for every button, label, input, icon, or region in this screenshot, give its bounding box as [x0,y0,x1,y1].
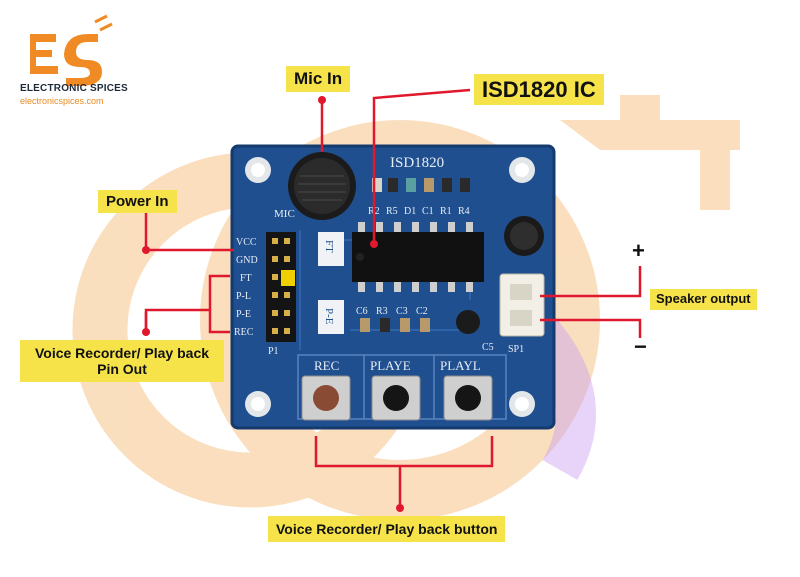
pin-label-vcc: VCC [236,237,257,248]
speaker-connector [499,273,545,337]
button-label-playl: PLAYL [440,358,481,373]
button-label-playe: PLAYE [370,358,411,373]
smd-row-top [372,178,470,192]
rec-pushbutton [301,375,351,421]
callout-isd1820-ic: ISD1820 IC [474,74,604,106]
electrolytic-capacitor [504,216,544,256]
p1-silk-label: P1 [268,346,279,357]
callout-button: Voice Recorder/ Play back button [268,516,506,543]
leader-ic [372,88,471,244]
brand-name: ELECTRONIC SPICES [20,83,128,94]
capacitor-c5 [456,310,480,334]
label-r1: R1 [440,206,452,217]
label-d1: D1 [404,206,416,217]
callout-power-in: Power In [98,190,177,214]
pin-label-gnd: GND [236,255,258,266]
isd1820-board: MIC ISD1820 R2 R5 D1 C1 R1 R4 [230,144,556,430]
label-c6: C6 [356,306,368,317]
label-c3: C3 [396,306,408,317]
playl-pushbutton [443,375,493,421]
pe-silk-box [318,300,344,334]
playe-pushbutton [371,375,421,421]
leader-pinout-top [208,274,230,334]
callout-pin-out: Voice Recorder/ Play back Pin Out [20,340,224,383]
speaker-plus-sign: + [632,238,645,263]
brand-logo [30,14,113,86]
pe-side-label: P-E [323,308,335,325]
label-c1: C1 [422,206,434,217]
label-r4: R4 [458,206,470,217]
label-r3: R3 [376,306,388,317]
leader-dots [142,96,404,512]
isd1820-chip [352,222,484,292]
speaker-minus-sign: − [634,334,647,359]
leader-buttons [314,436,494,468]
callout-mic-in: Mic In [286,66,351,92]
pin-labels: VCC GND FT P-L P-E REC [234,237,258,338]
callout-speaker-output: Speaker output [650,289,757,310]
brand-url: electronicspices.com [20,96,104,106]
sp1-silk-label: SP1 [508,344,524,355]
smd-row-bottom [360,318,430,332]
label-c2: C2 [416,306,428,317]
mic-silk-label: MIC [274,208,295,220]
microphone [288,152,356,220]
ft-side-label: FT [323,240,335,253]
leader-speaker-minus [540,318,642,338]
pin-label-p-l: P-L [236,291,251,302]
pin-header [266,232,296,342]
c5-silk-label: C5 [482,342,494,353]
button-label-rec: REC [314,358,339,373]
leader-speaker-plus [540,266,642,298]
pin-label-ft: FT [240,273,252,284]
label-r5: R5 [386,206,398,217]
ft-silk-box [318,232,344,266]
pin-label-rec: REC [234,327,254,338]
chip-silk-label: ISD1820 [390,155,444,171]
pin-label-p-e: P-E [236,309,251,320]
